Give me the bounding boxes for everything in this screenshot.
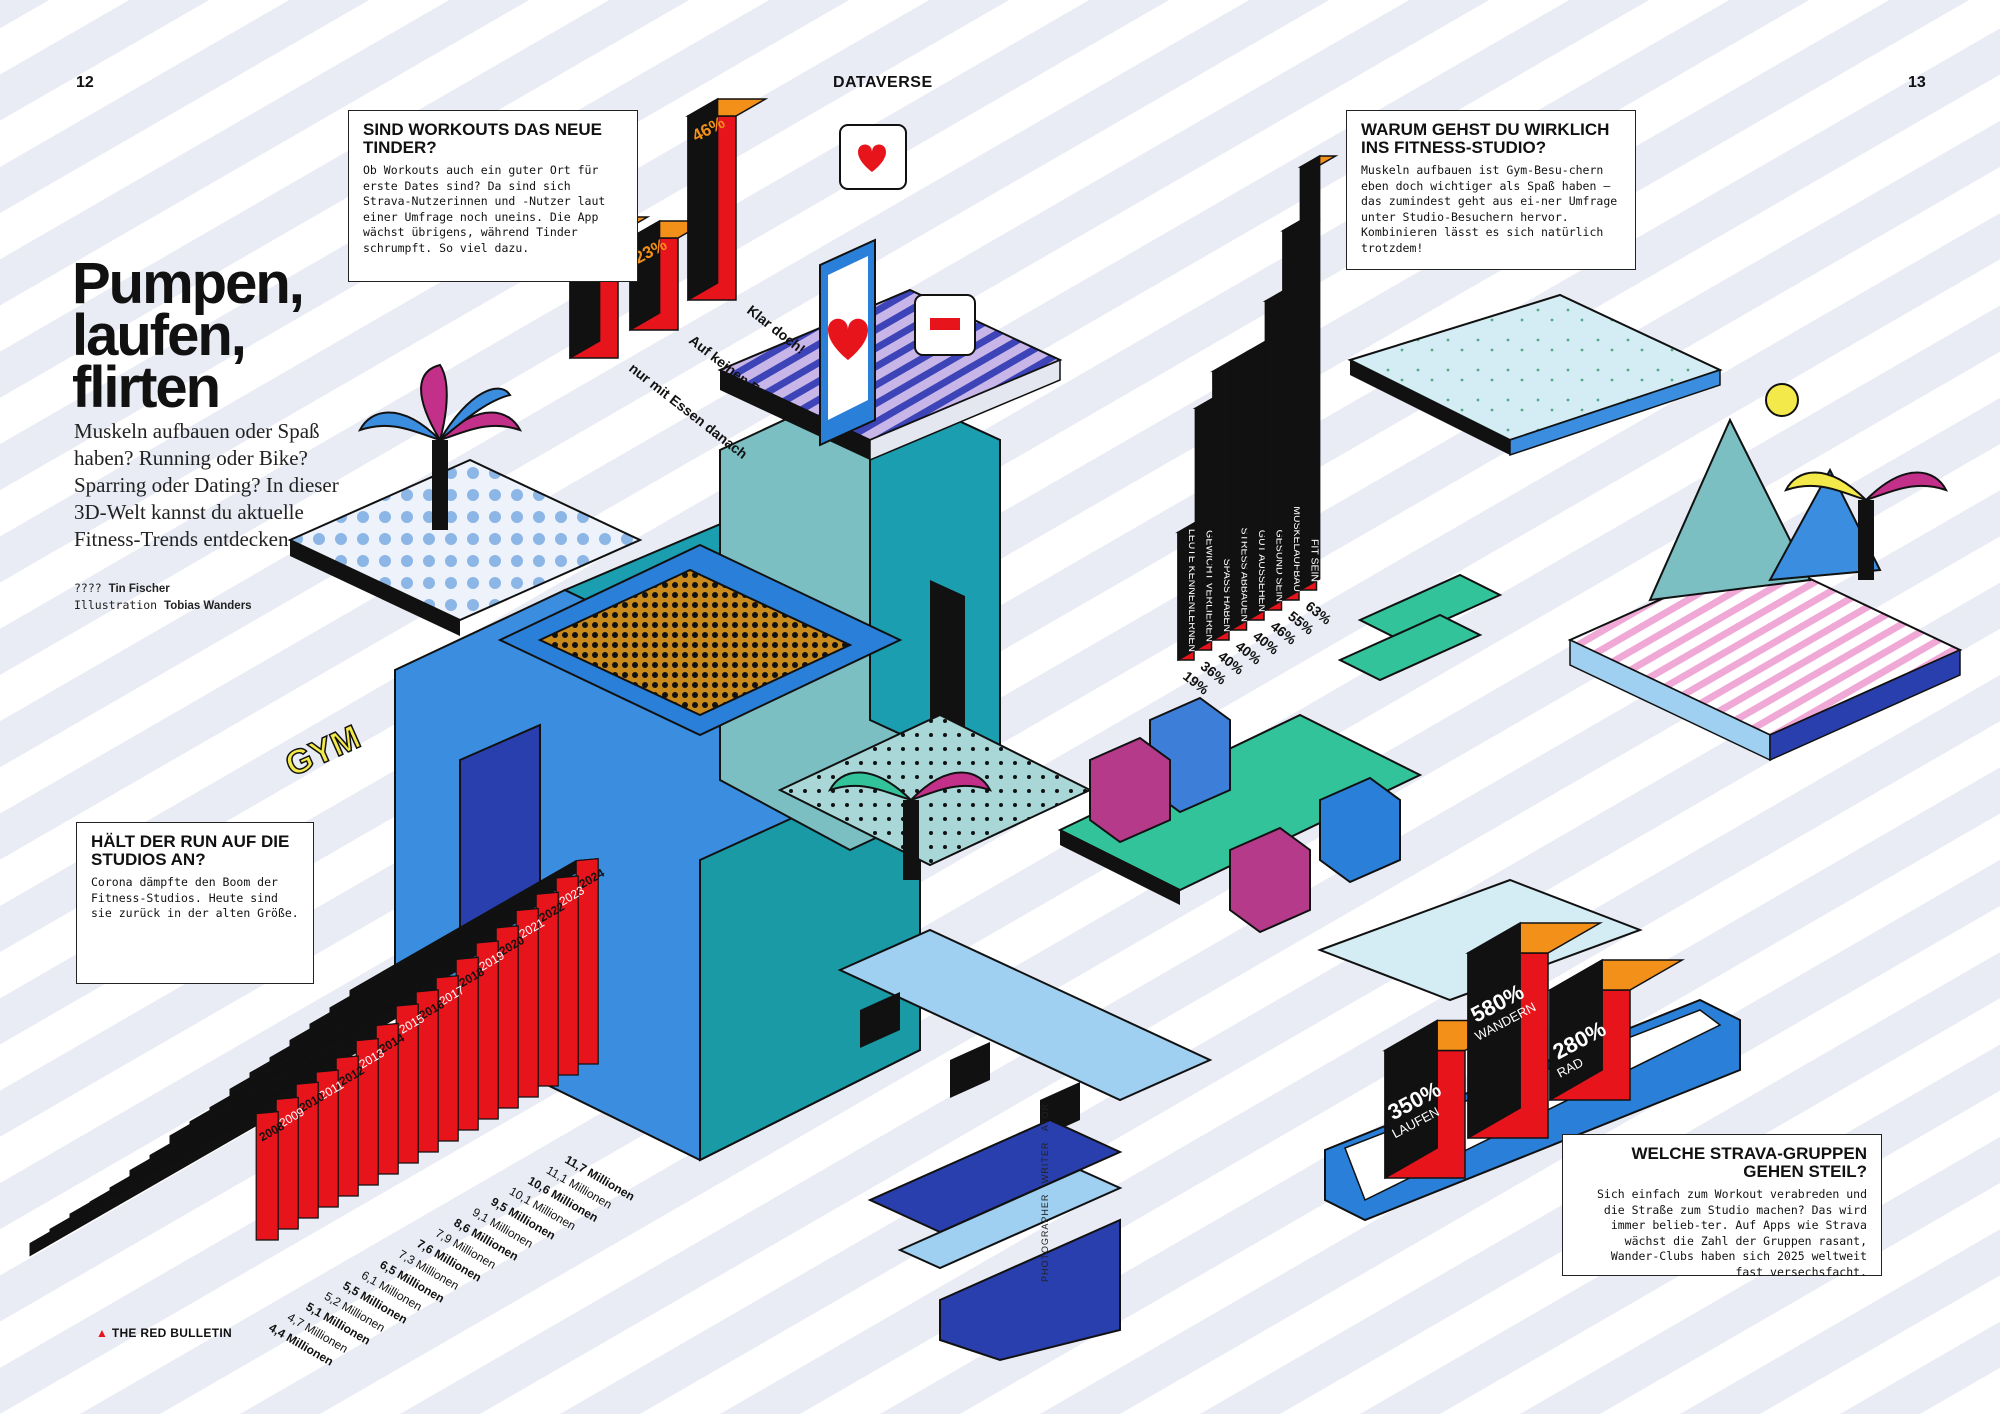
speech-bubble-dumbbell-icon [914,294,976,356]
box-tinder: SIND WORKOUTS DAS NEUE TINDER? Ob Workou… [348,110,638,282]
side-credits: PHOTOGRAPHER WRITER ATOR [1040,1103,1050,1282]
studio-step-riser [29,1112,257,1257]
credit-text-name: Tin Fischer [108,583,170,595]
palm-tree-left [358,363,522,530]
footer-brand-text: THE RED BULLETIN [111,1326,232,1340]
strava-bar-2-side [1549,958,1603,1102]
intro-text: Muskeln aufbauen oder Spaß haben? Runnin… [74,419,339,551]
box-strava-title: WELCHE STRAVA-GRUPPEN GEHEN STEIL? [1631,1144,1868,1181]
footer-brand: ▲ THE RED BULLETIN [96,1326,232,1340]
page-number-right: 13 [1908,74,1926,91]
section-title: DATAVERSE [833,74,933,91]
headline-line-1: Pumpen, [72,251,305,316]
box-tinder-title: SIND WORKOUTS DAS NEUE TINDER? [363,120,602,157]
page-number-left: 12 [76,74,94,91]
heart-icon [828,318,868,360]
gym-sign: GYM [280,718,366,784]
speech-bubble-heart-icon [839,124,907,190]
headline-line-3: flirten [72,355,221,420]
box-warum-title: WARUM GEHST DU WIRKLICH INS FITNESS-STUD… [1361,120,1610,157]
strava-bar-1-side [1384,1019,1438,1180]
sun-icon [1765,383,1799,417]
studio-step-front [255,1110,279,1241]
headline-line-2: laufen, [72,303,247,368]
box-warum-body: Muskeln aufbauen ist Gym-Besu-chern eben… [1361,163,1618,255]
headline: Pumpen, laufen, flirten [72,251,372,420]
palm-tree-center [828,771,992,880]
box-run-body: Corona dämpfte den Boom der Fitness-Stud… [91,875,299,920]
bull-logo-icon: ▲ [96,1326,109,1340]
box-tinder-body: Ob Workouts auch ein guter Ort für erste… [363,163,606,255]
box-strava: WELCHE STRAVA-GRUPPEN GEHEN STEIL? Sich … [1562,1134,1882,1279]
box-warum: WARUM GEHST DU WIRKLICH INS FITNESS-STUD… [1346,110,1636,270]
central-building: GYM [279,124,1963,1362]
credit-illustration-name: Tobias Wanders [164,600,252,612]
strava-bar-0-side [1467,921,1521,1140]
palm-tree-right [1784,471,1948,580]
box-strava-body: Sich einfach zum Workout verabreden und … [1596,1187,1867,1279]
credits: ???? Tin Fischer Illustration Tobias Wan… [74,580,374,614]
reasons-category-label: FIT SEIN [1309,539,1321,582]
credit-actor: ATOR [1040,1102,1050,1132]
reasons-bar-0-side [1299,154,1321,592]
tinder-bar-0-side [687,97,719,302]
blue-steps [837,928,1213,1362]
box-run: HÄLT DER RUN AUF DIE STUDIOS AN? Corona … [76,822,314,984]
credit-writer: WRITER [1040,1141,1050,1184]
credit-text-label: ???? [74,581,102,595]
credit-photographer: PHOTOGRAPHER [1040,1193,1050,1282]
box-run-title: HÄLT DER RUN AUF DIE STUDIOS AN? [91,832,290,869]
credit-illustration-label: Illustration [74,598,158,612]
